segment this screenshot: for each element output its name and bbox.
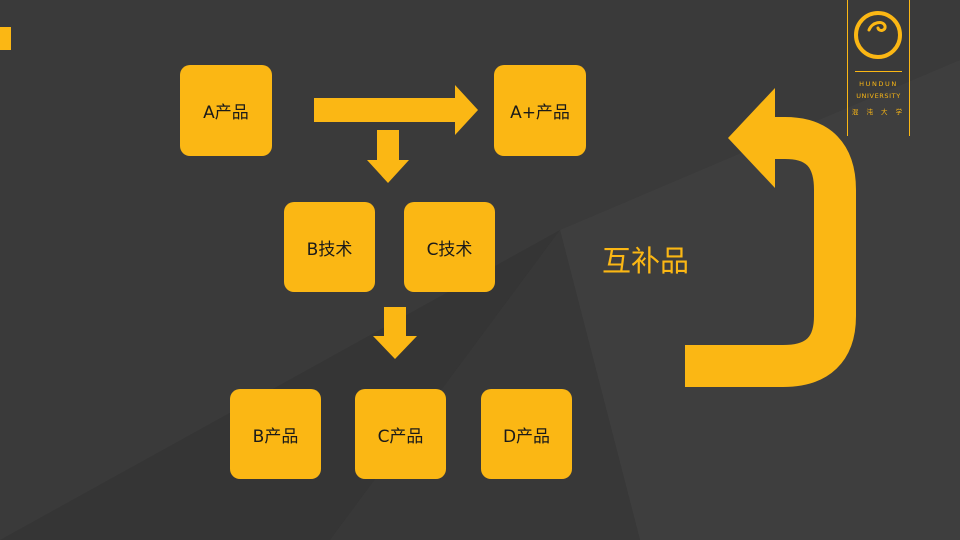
d-product-label: D产品: [502, 426, 551, 447]
c-tech-box: C技术: [404, 202, 495, 292]
logo-text-chinese: 混 沌 大 学: [851, 108, 906, 116]
b-tech-label: B技术: [306, 239, 353, 260]
accent-tab: [0, 27, 11, 50]
d-product-box: D产品: [481, 389, 572, 479]
u-turn-arrow-icon: [685, 88, 856, 387]
b-product-box: B产品: [230, 389, 321, 479]
right-arrow-icon: [314, 85, 478, 135]
complement-label: 互补品: [602, 244, 690, 278]
down-arrow-icon: [367, 130, 409, 183]
hundun-university-logo: HUNDUN UNIVERSITY 混 沌 大 学: [847, 0, 910, 136]
a-product-label: A产品: [203, 103, 249, 123]
logo-circle-icon: [854, 11, 902, 59]
c-product-label: C产品: [377, 426, 424, 447]
c-tech-label: C技术: [426, 239, 473, 260]
down-arrow-icon: [373, 307, 417, 359]
b-tech-box: B技术: [284, 202, 375, 292]
a-plus-product-box: A+产品: [494, 65, 586, 156]
b-product-label: B产品: [252, 426, 299, 447]
a-product-box: A产品: [180, 65, 272, 156]
a-plus-product-label: A+产品: [510, 103, 570, 123]
logo-text-university: UNIVERSITY: [856, 92, 901, 100]
logo-text-hundun: HUNDUN: [859, 80, 898, 88]
logo-separator: [855, 71, 902, 72]
c-product-box: C产品: [355, 389, 446, 479]
